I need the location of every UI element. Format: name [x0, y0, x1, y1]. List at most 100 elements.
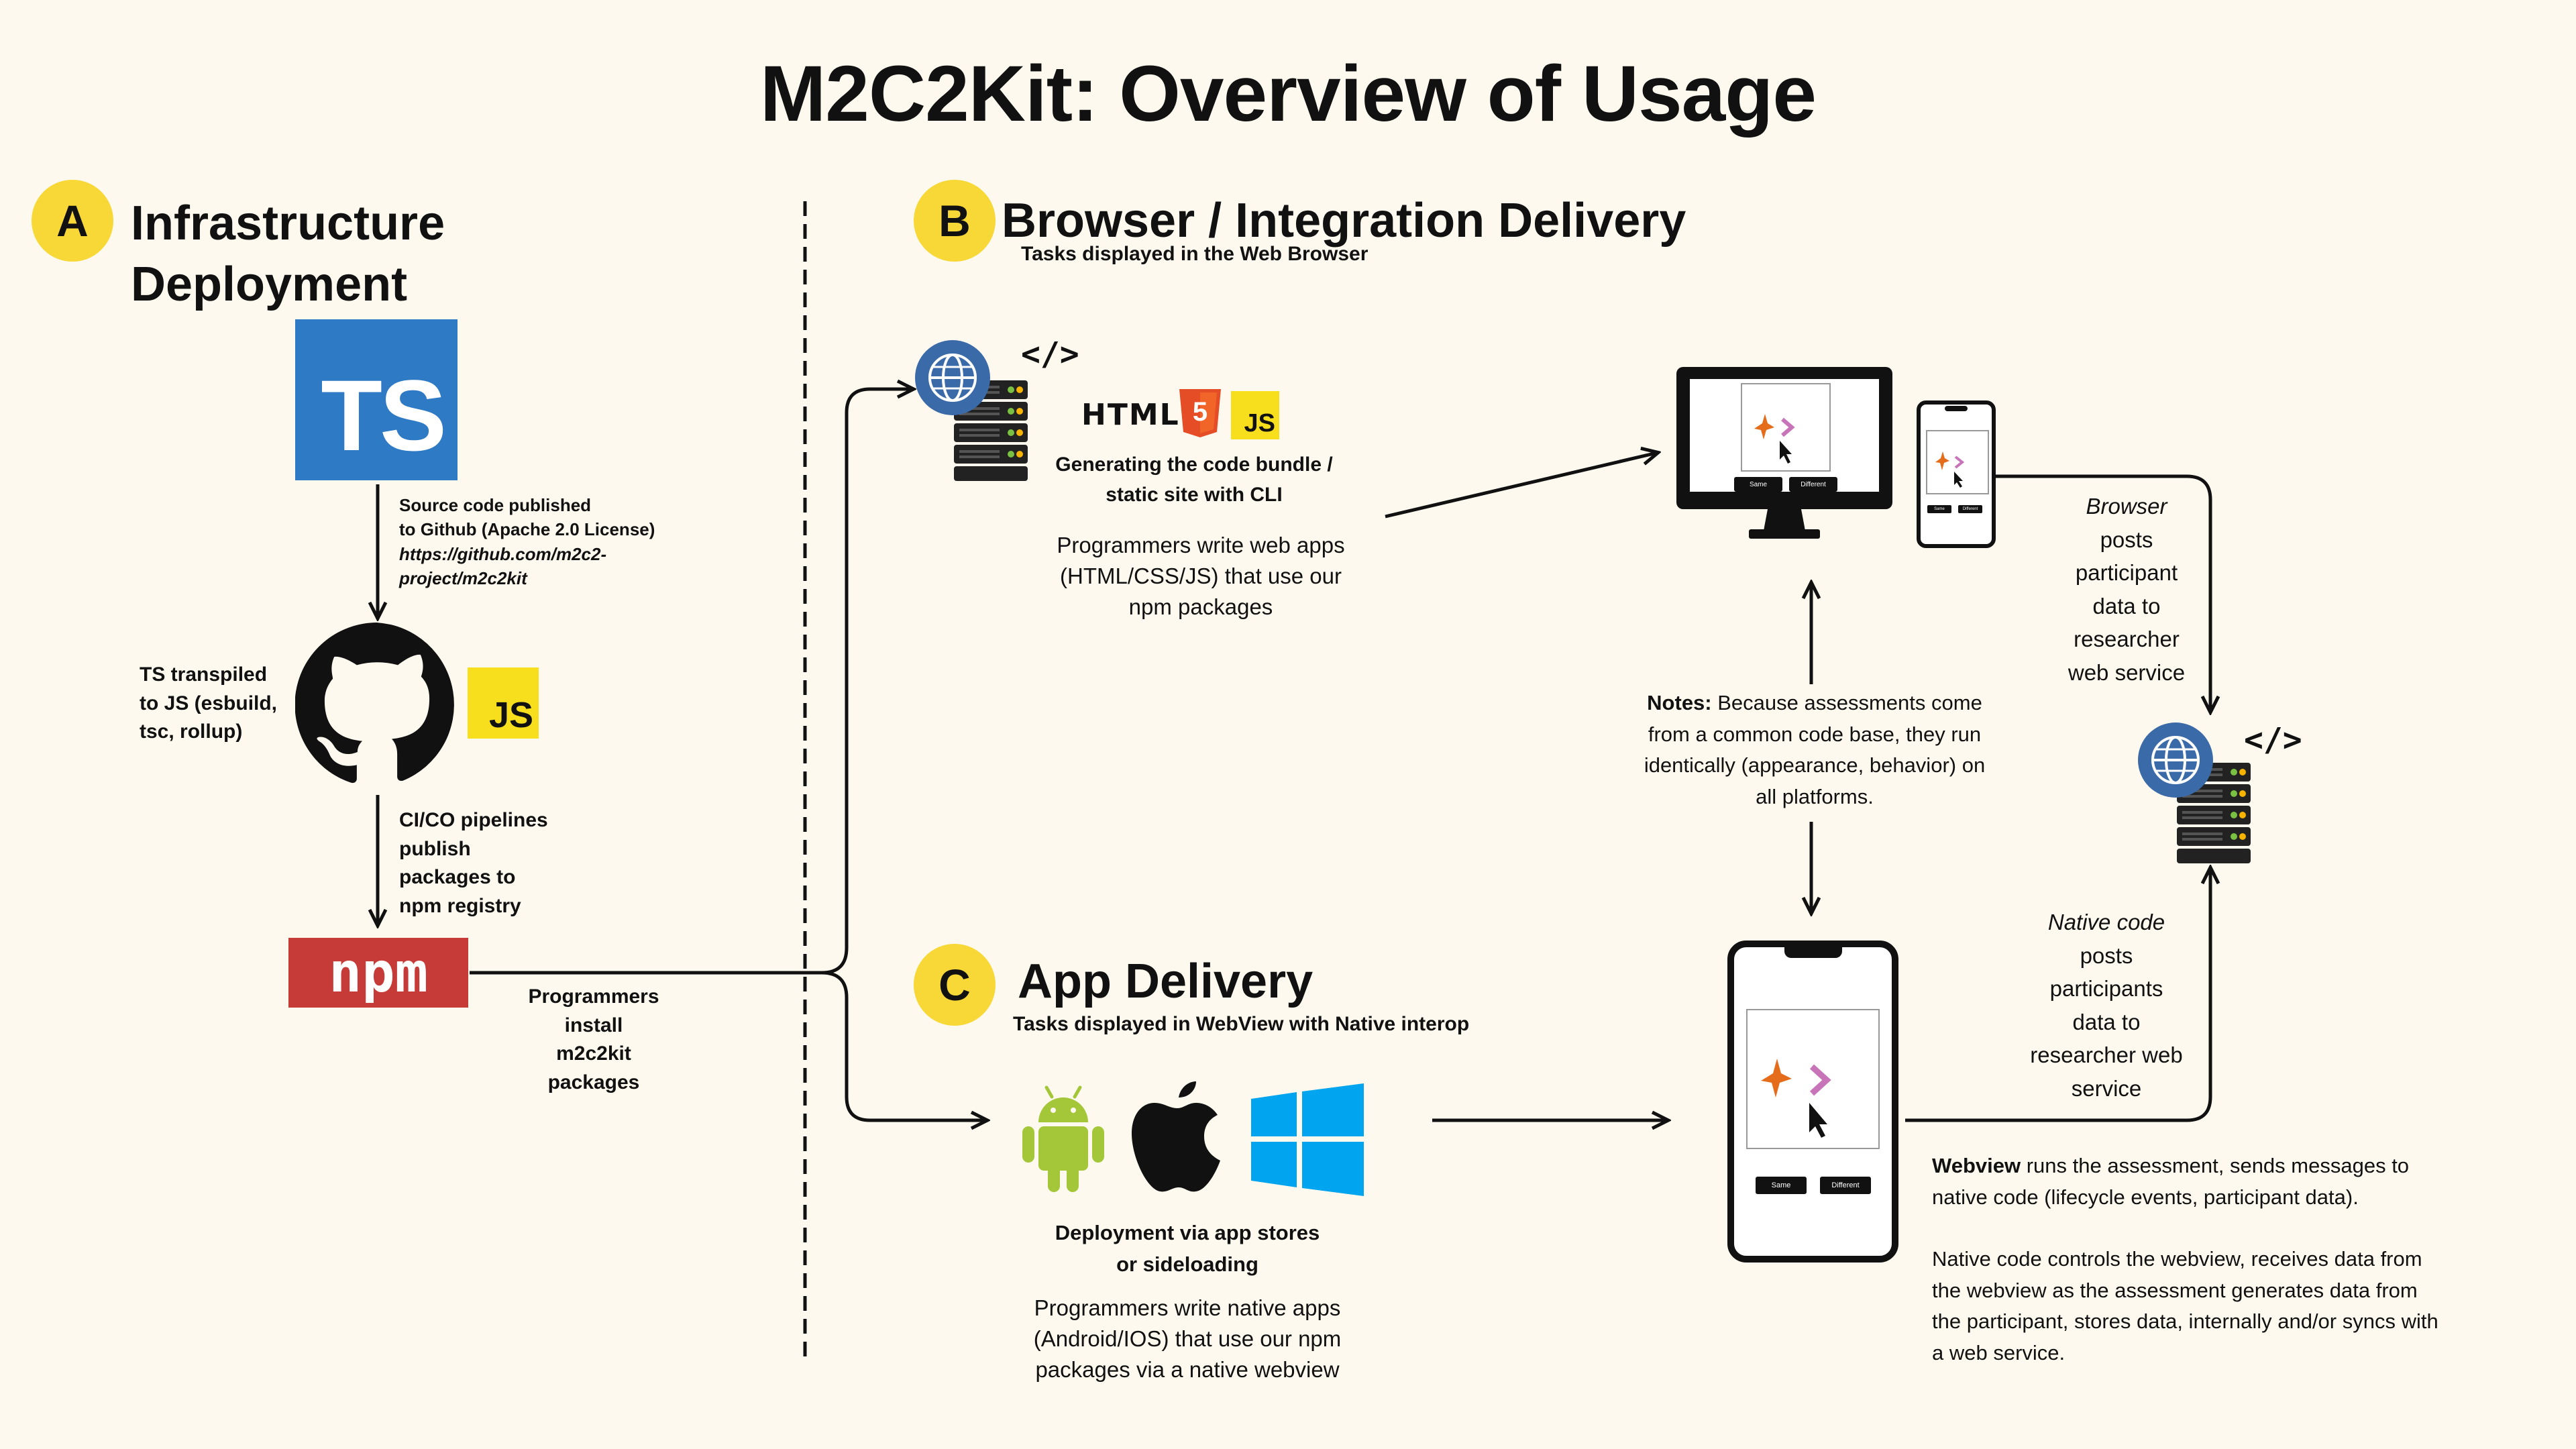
- browser-posts-caption: Browser posts participant data to resear…: [2033, 490, 2220, 689]
- ci-line4: npm registry: [399, 894, 521, 917]
- phone-different-button[interactable]: Different: [1958, 505, 1982, 513]
- webview-p2-line3: the participant, stores data, internally…: [1932, 1309, 2438, 1333]
- native-posts-italic: Native code: [2047, 910, 2165, 934]
- arrow-browser-to-monitor: [1385, 453, 1657, 519]
- notes-block: Notes: Because assessments come from a c…: [1613, 688, 2016, 812]
- arrow-browser-to-server: [1996, 474, 2210, 711]
- section-a-title-line2: Deployment: [131, 258, 408, 312]
- section-c-subtitle: Tasks displayed in WebView with Native i…: [1013, 1013, 1470, 1035]
- native-posts-caption: Native code posts participants data to r…: [2006, 906, 2207, 1105]
- webview-description: Webview runs the assessment, sends messa…: [1932, 1150, 2536, 1368]
- app-description: Programmers write native apps (Android/I…: [1000, 1293, 1375, 1386]
- browser-posts-line3: data to: [2092, 593, 2161, 619]
- browser-posts-line5: web service: [2068, 659, 2186, 685]
- webview-p2-line4: a web service.: [1932, 1340, 2065, 1364]
- browser-posts-italic: Browser: [2086, 494, 2167, 519]
- webview-different-button[interactable]: Different: [1820, 1177, 1871, 1194]
- section-b-badge: B: [914, 180, 996, 262]
- source-link-line1[interactable]: https://github.com/m2c2-: [399, 543, 607, 564]
- chevron-shape: [1781, 417, 1795, 437]
- monitor-same-button[interactable]: Same: [1734, 477, 1782, 492]
- section-b-title: Browser / Integration Delivery: [1002, 194, 1686, 248]
- arrow-npm-to-browser: [821, 389, 912, 975]
- section-a-badge: A: [32, 180, 113, 262]
- windows-icon: [1251, 1083, 1364, 1196]
- javascript-logo-small: JS: [1231, 391, 1279, 439]
- notes-line2: from a common code base, they run: [1648, 722, 1982, 746]
- apple-icon: [1130, 1081, 1224, 1194]
- webview-bold: Webview: [1932, 1154, 2021, 1177]
- page-title: M2C2Kit: Overview of Usage: [759, 50, 1817, 138]
- phone-same-button[interactable]: Same: [1927, 505, 1951, 513]
- arrow-phone-to-server: [1905, 869, 2210, 1122]
- native-posts-line4: researcher web: [2030, 1042, 2183, 1067]
- bundle-line1: Generating the code bundle /: [1055, 453, 1333, 476]
- transpile-caption: TS transpiled to JS (esbuild, tsc, rollu…: [140, 661, 277, 747]
- source-line1: Source code published: [399, 495, 592, 515]
- webview-chevron-shape: [1809, 1064, 1831, 1096]
- source-link-line2[interactable]: project/m2c2kit: [399, 568, 527, 589]
- webview-cursor-icon: [1809, 1103, 1827, 1138]
- section-c-badge: C: [914, 944, 996, 1026]
- app-desc-line2: (Android/IOS) that use our npm: [1033, 1326, 1342, 1352]
- monitor-different-button[interactable]: Different: [1789, 477, 1837, 492]
- bundle-line2: static site with CLI: [1106, 484, 1283, 506]
- webview-same-button[interactable]: Same: [1756, 1177, 1807, 1194]
- phone-assessment-graphic: [1935, 451, 1965, 488]
- ci-line2: publish: [399, 837, 471, 860]
- webview-assessment-graphic: [1761, 1059, 1831, 1138]
- large-phone-notch: [1784, 946, 1842, 958]
- browser-description: Programmers write web apps (HTML/CSS/JS)…: [1013, 530, 1389, 623]
- browser-phone: Same Different: [1917, 400, 1996, 548]
- deploy-line2: or sideloading: [1116, 1252, 1258, 1276]
- webview-p1-rest: runs the assessment, sends messages to: [2021, 1154, 2410, 1177]
- notes-line4: all platforms.: [1756, 784, 1874, 808]
- install-line1: Programmers: [528, 985, 659, 1008]
- source-line2: to Github (Apache 2.0 License): [399, 519, 655, 540]
- install-line4: packages: [547, 1071, 640, 1093]
- webview-p2-line2: the webview as the assessment generates …: [1932, 1278, 2418, 1302]
- html-wordmark: HTML: [1081, 398, 1180, 432]
- web-server-icon: [914, 339, 1034, 486]
- browser-posts-line2: participant: [2075, 560, 2178, 585]
- researcher-code-icon: </>: [2244, 721, 2302, 759]
- install-caption: Programmers install m2c2kit packages: [510, 983, 678, 1097]
- section-c-title: App Delivery: [1018, 955, 1313, 1008]
- transpile-line1: TS transpiled: [140, 663, 268, 686]
- ci-line1: CI/CO pipelines: [399, 809, 548, 831]
- browser-desc-line3: npm packages: [1128, 594, 1273, 620]
- notes-line1: Because assessments come: [1717, 691, 1982, 714]
- bundle-caption: Generating the code bundle / static site…: [1020, 449, 1368, 510]
- browser-phone-frame: [1926, 430, 1989, 494]
- webview-p2-line1: Native code controls the webview, receiv…: [1932, 1247, 2422, 1271]
- transpile-line2: to JS (esbuild,: [140, 692, 278, 714]
- researcher-server-icon: [2137, 721, 2257, 869]
- deploy-line1: Deployment via app stores: [1055, 1221, 1320, 1244]
- browser-desc-line1: Programmers write web apps: [1057, 533, 1345, 557]
- phone-notch: [1945, 406, 1968, 411]
- globe-icon: [915, 340, 990, 415]
- native-posts-line3: data to: [2072, 1009, 2141, 1034]
- javascript-logo: JS: [468, 667, 539, 739]
- android-icon: [1020, 1083, 1107, 1194]
- native-posts-line1: posts: [2080, 943, 2133, 968]
- browser-posts-line1: posts: [2100, 527, 2153, 552]
- app-desc-line1: Programmers write native apps: [1034, 1295, 1341, 1320]
- npm-logo: npm: [288, 938, 468, 1008]
- source-caption: Source code published to Github (Apache …: [399, 493, 655, 591]
- ci-caption: CI/CO pipelines publish packages to npm …: [399, 806, 548, 920]
- native-posts-line5: service: [2071, 1075, 2142, 1101]
- server-rack: [954, 380, 1028, 481]
- typescript-logo: TS: [295, 319, 458, 480]
- deploy-caption: Deployment via app stores or sideloading: [1026, 1218, 1348, 1280]
- browser-posts-line4: researcher: [2074, 627, 2180, 651]
- transpile-line3: tsc, rollup): [140, 720, 243, 743]
- native-posts-line2: participants: [2049, 976, 2163, 1001]
- monitor-assessment-frame: [1741, 383, 1831, 472]
- install-line3: m2c2kit: [556, 1042, 631, 1065]
- app-desc-line3: packages via a native webview: [1035, 1357, 1340, 1383]
- monitor-assessment-graphic: [1754, 414, 1795, 464]
- github-icon: [295, 623, 454, 784]
- arrow-npm-to-app: [821, 971, 986, 1120]
